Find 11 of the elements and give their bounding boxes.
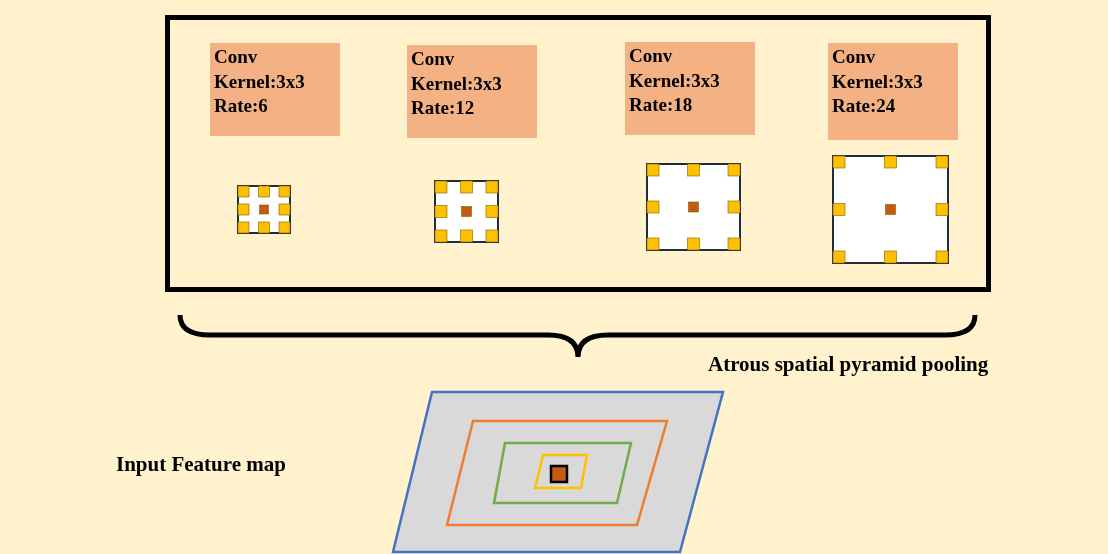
conv-label: Conv Kernel:3x3 Rate:18: [629, 44, 720, 118]
caption-label: Atrous spatial pyramid pooling: [708, 352, 989, 377]
conv-label: Conv Kernel:3x3 Rate:12: [411, 47, 502, 121]
conv-box: [407, 45, 537, 138]
conv-label: Conv Kernel:3x3 Rate:6: [214, 45, 305, 119]
conv-box: [210, 43, 340, 136]
conv-box: [625, 42, 755, 135]
conv-box: [828, 43, 958, 140]
conv-label: Conv Kernel:3x3 Rate:24: [832, 45, 923, 119]
caption-label: Input Feature map: [116, 452, 286, 477]
aspp-frame: [165, 15, 991, 292]
